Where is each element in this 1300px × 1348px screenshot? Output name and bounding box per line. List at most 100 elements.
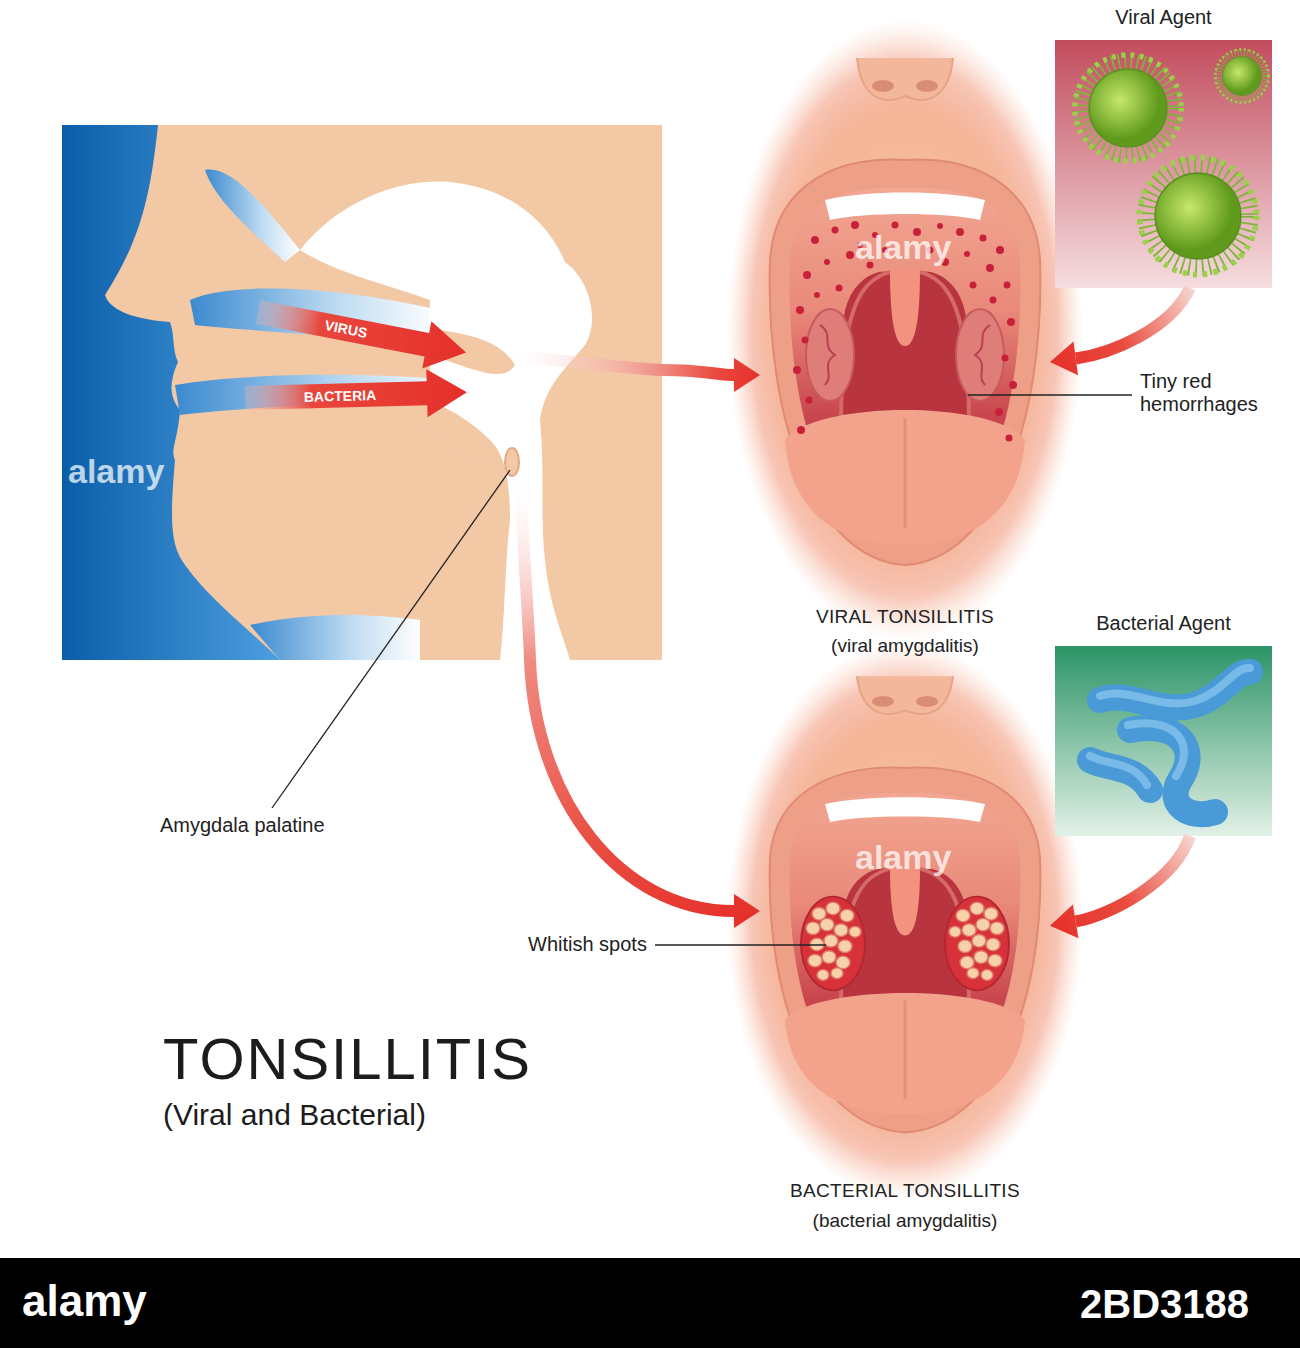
agent-panel: Bacterial Agent	[1055, 646, 1272, 836]
viral-mouth-part-part-part	[980, 235, 987, 242]
arrow-head	[1050, 905, 1078, 939]
diagnosis-title: VIRAL TONSILLITIS	[760, 606, 1050, 628]
viral-agent-panel-part	[1075, 49, 1269, 274]
panel-heading: Viral Agent	[1055, 6, 1272, 29]
watermark: alamy	[68, 452, 164, 491]
viral-mouth-part-part-part	[986, 264, 994, 272]
viral-mouth-part-part-part	[990, 297, 997, 304]
viral-mouth	[727, 20, 1083, 640]
viral-agent-panel-part	[1055, 40, 1272, 288]
viral-mouth-part-part-part	[1007, 318, 1015, 326]
head-profile-part	[520, 470, 530, 660]
bacterial-agent-panel-part-part	[1090, 756, 1147, 785]
bacterial-mouth-part-part-part	[806, 902, 861, 980]
viral-mouth-part-part-part	[802, 337, 809, 344]
connector-line	[1076, 288, 1190, 358]
bacterial-mouth-part	[727, 642, 1083, 1200]
viral-mouth-part-part-part	[1009, 381, 1017, 389]
leader-line-part	[272, 470, 510, 808]
head-profile-part-part	[253, 288, 470, 376]
connector-line	[662, 370, 734, 375]
leader-line-part	[655, 944, 826, 945]
arrow-label: VIRUS	[323, 317, 368, 341]
diagram-title: TONSILLITIS	[163, 1026, 532, 1093]
viral-mouth-part-part-part	[846, 251, 854, 259]
viral-mouth-part-part-part	[796, 306, 804, 314]
viral-mouth-part-part-part	[832, 227, 839, 234]
bottom-bar	[0, 1258, 1300, 1348]
bacterial-agent-panel-part-part	[1100, 668, 1250, 704]
head-profile-part	[205, 170, 300, 262]
watermark: alamy	[855, 838, 951, 877]
viral-mouth-part-part-part	[824, 259, 830, 265]
bacterial-agent-panel-part	[1055, 646, 1272, 836]
viral-mouth-part-part-part	[836, 285, 843, 292]
connector-line	[1076, 836, 1190, 921]
bacterial-mouth-part-part-part	[949, 902, 1004, 980]
head-profile-part-part	[244, 368, 467, 422]
leader-line	[272, 395, 1132, 945]
viral-agent-panel-part-part	[1139, 157, 1256, 274]
viral-mouth-part-part-part	[964, 251, 970, 257]
bacterial-mouth-part-part	[945, 897, 1009, 991]
viral-mouth-part-part	[820, 325, 835, 385]
viral-mouth-part-part	[956, 309, 1004, 401]
bacterial-agent-panel	[1055, 646, 1272, 836]
viral-agent-panel-part-part	[1215, 49, 1268, 102]
viral-mouth-part-part-part	[806, 397, 813, 404]
head-profile-part	[430, 405, 488, 462]
viral-mouth-part-part-part	[892, 222, 899, 229]
head-profile-part	[250, 615, 420, 660]
leader-line-part	[968, 394, 1132, 395]
diagnosis-subtitle: (viral amygdalitis)	[760, 635, 1050, 657]
head-profile-part	[62, 125, 662, 660]
bacterial-agent-panel-part	[1090, 668, 1250, 814]
bacterial-mouth	[727, 642, 1083, 1200]
viral-mouth-part-part-part	[851, 221, 859, 229]
viral-mouth-part-part-part	[970, 282, 977, 289]
arrow-head	[734, 894, 760, 928]
viral-mouth-part-part-part	[793, 366, 801, 374]
mouth-illustration: VIRAL TONSILLITIS (viral amygdalitis)	[760, 40, 1050, 665]
arrow-label: BACTERIA	[304, 387, 377, 405]
diagnosis-subtitle: (bacterial amygdalitis)	[760, 1210, 1050, 1232]
viral-mouth-part-part	[806, 309, 854, 401]
viral-mouth-part-part-part	[1006, 435, 1013, 442]
connector-arrow	[1050, 288, 1190, 375]
viral-mouth-part-part-part	[803, 271, 811, 279]
viral-mouth-part-part-part	[811, 236, 819, 244]
head-profile-part	[300, 182, 592, 660]
viral-mouth-part-part-part	[995, 408, 1003, 416]
viral-mouth-part-part-part	[797, 426, 805, 434]
callout-label: Tiny red hemorrhages	[1140, 370, 1280, 416]
viral-agent-panel-part-part	[1075, 55, 1182, 162]
diagnosis-title: BACTERIAL TONSILLITIS	[760, 1180, 1050, 1202]
head-profile-part	[505, 355, 662, 370]
mouth-illustration: BACTERIAL TONSILLITIS (bacterial amygdali…	[760, 675, 1050, 1237]
viral-agent-panel	[1055, 40, 1272, 288]
bacterial-mouth-part	[801, 897, 1009, 991]
viral-mouth-part-part	[975, 325, 990, 385]
viral-mouth-part	[727, 20, 1083, 640]
callout-label: Amygdala palatine	[160, 814, 325, 837]
head-profile-part	[244, 368, 467, 422]
viral-mouth-part	[793, 221, 1017, 442]
bacterial-mouth-part-part	[806, 902, 1004, 980]
arrow-head	[734, 358, 760, 392]
viral-mouth-part-part-part	[814, 292, 820, 298]
diagram-caption: (Viral and Bacterial)	[163, 1098, 426, 1133]
viral-mouth-part-part-part	[1002, 355, 1009, 362]
arrow-head	[1050, 342, 1078, 376]
head-profile-part	[253, 288, 470, 376]
head-profile	[62, 125, 662, 660]
viral-mouth-part-part	[793, 221, 1017, 442]
viral-mouth-part-part-part	[1004, 282, 1011, 289]
viral-mouth-part-part-part	[956, 228, 964, 236]
agent-panel: Viral Agent	[1055, 40, 1272, 288]
panel-heading: Bacterial Agent	[1055, 612, 1272, 635]
head-profile-panel: VIRUS BACTERIA	[62, 125, 662, 660]
image-id: 2BD3188	[1080, 1281, 1249, 1327]
